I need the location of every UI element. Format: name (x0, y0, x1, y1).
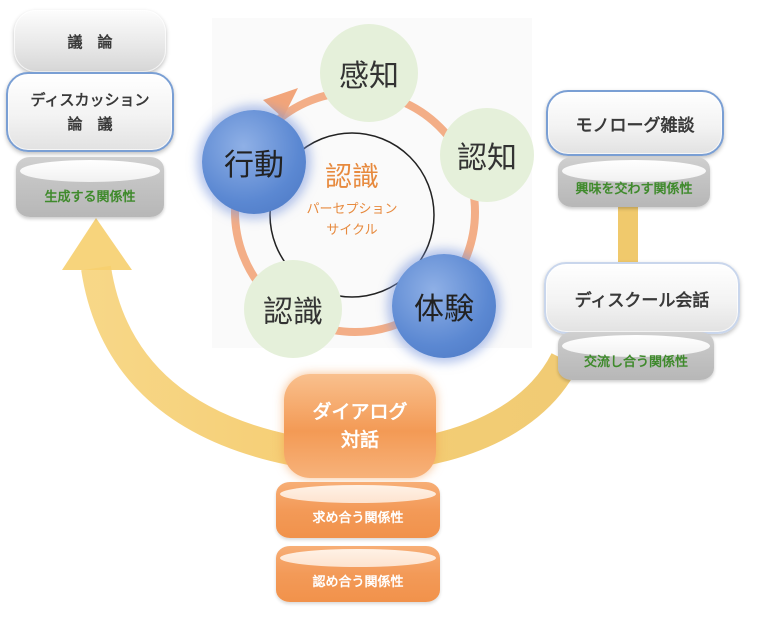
interest-relation-label: 興味を交わす関係性 (575, 182, 693, 197)
recognition-label: 認識 (263, 295, 323, 330)
discussion-label: ディスカッション (30, 91, 150, 109)
cycle-center: 認識 パーセプション サイクル (290, 162, 414, 238)
node-recognition: 認識 (244, 260, 342, 358)
giron-pill: 議 論 (14, 10, 166, 72)
discourse-pill: ディスクール会話 (544, 262, 740, 334)
acknowledging-relation-drum: 認め合う関係性 (276, 546, 440, 602)
cycle-ring-arrowhead (263, 88, 298, 118)
dialogue-label: ダイアログ (312, 400, 408, 423)
cycle-subtitle-2: サイクル (326, 223, 378, 239)
seeking-relation-drum: 求め合う関係性 (276, 482, 440, 538)
cycle-title: 認識 (325, 162, 379, 193)
generating-relation-label: 生成する関係性 (44, 190, 136, 205)
action-label: 行動 (224, 148, 284, 183)
node-sense: 感知 (320, 24, 418, 122)
dialog-flow-arrowhead (62, 218, 132, 270)
giron-label: 議 論 (67, 32, 113, 51)
ronngi-label: 論 議 (67, 115, 113, 133)
experience-label: 体験 (414, 292, 474, 327)
monologue-label: モノローグ雑談 (575, 115, 695, 136)
cognition-label: 認知 (457, 141, 517, 176)
right-connector (618, 205, 638, 265)
node-experience: 体験 (392, 254, 496, 358)
monologue-pill: モノローグ雑談 (546, 90, 724, 156)
taiwa-label: 対話 (340, 429, 379, 451)
acknowledging-relation-label: 認め合う関係性 (312, 575, 404, 590)
cycle-inner-circle (269, 132, 435, 298)
cycle-subtitle-1: パーセプション (306, 202, 398, 218)
exchange-relation-label: 交流し合う関係性 (583, 355, 688, 370)
node-action: 行動 (202, 110, 306, 214)
generating-relation-drum: 生成する関係性 (16, 157, 164, 217)
seeking-relation-label: 求め合う関係性 (312, 511, 404, 526)
sense-label: 感知 (339, 59, 399, 94)
discourse-label: ディスクール会話 (574, 290, 710, 311)
discussion-pill: ディスカッション 論 議 (6, 72, 174, 152)
exchange-relation-drum: 交流し合う関係性 (558, 332, 714, 380)
interest-relation-drum: 興味を交わす関係性 (558, 157, 710, 207)
dialogue-pill: ダイアログ 対話 (284, 374, 436, 478)
node-cognition: 認知 (440, 108, 534, 202)
